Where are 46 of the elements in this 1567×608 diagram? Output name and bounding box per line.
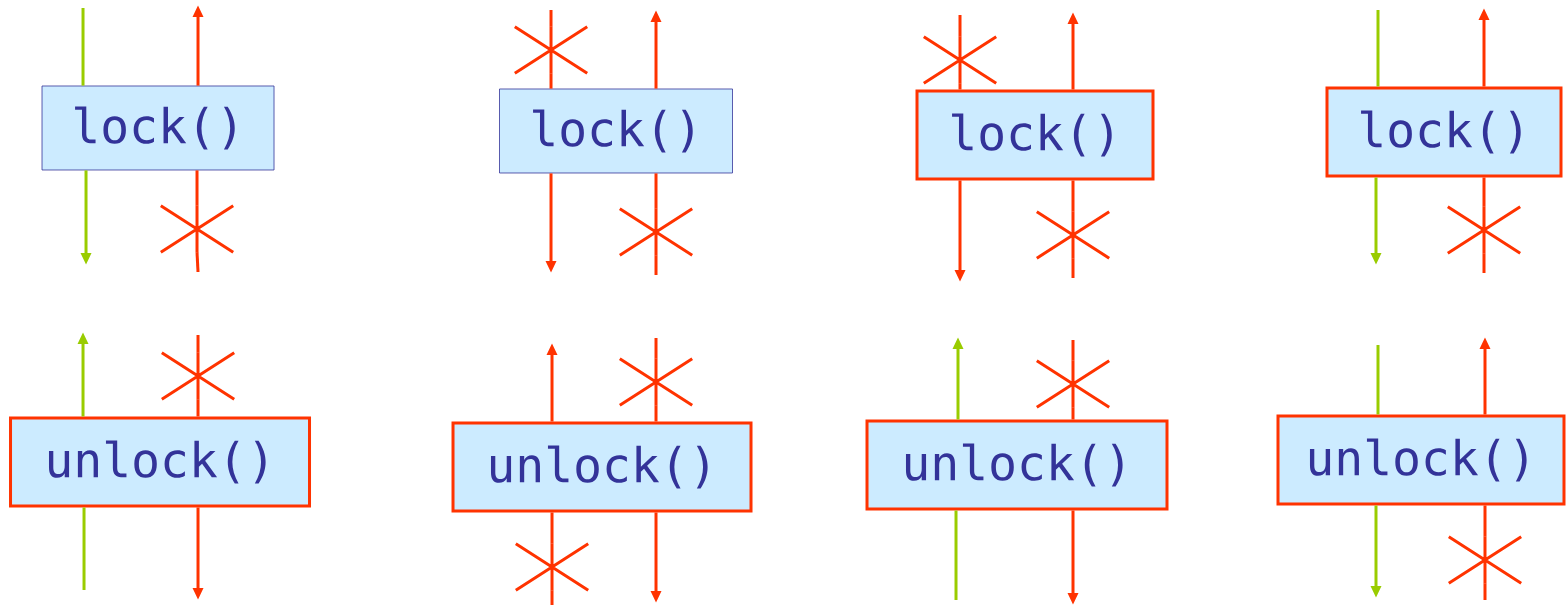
line [1071, 340, 1075, 361]
cross-mark [159, 204, 235, 254]
line [654, 173, 658, 209]
line [549, 73, 553, 89]
line [196, 399, 200, 417]
cross-mark [1447, 535, 1523, 585]
cross-mark [514, 542, 590, 592]
function-box: lock() [1325, 86, 1563, 178]
line [1482, 253, 1486, 273]
cross-mark [1446, 205, 1522, 255]
line [549, 10, 553, 27]
cross-mark [1035, 210, 1111, 260]
line [195, 252, 200, 273]
line [82, 507, 86, 590]
line [1376, 345, 1380, 415]
line [195, 170, 199, 206]
function-box: lock() [499, 88, 733, 174]
function-box: unlock() [451, 421, 753, 513]
line [196, 335, 200, 353]
line [1376, 10, 1380, 87]
line [1071, 258, 1075, 278]
line [654, 338, 658, 359]
line [1483, 583, 1487, 600]
function-box: lock() [915, 89, 1155, 181]
line [81, 8, 85, 86]
line [654, 405, 658, 422]
cross-mark [513, 25, 589, 75]
cross-mark [618, 357, 694, 407]
line [550, 512, 554, 544]
line [550, 590, 554, 605]
line [1482, 177, 1486, 207]
cross-mark [618, 207, 694, 257]
function-box: unlock() [9, 416, 311, 508]
cross-mark [922, 35, 998, 85]
line [958, 15, 962, 37]
function-box: lock() [41, 85, 275, 171]
function-box: unlock() [865, 419, 1169, 511]
line [654, 255, 658, 275]
line [958, 83, 962, 90]
line [1071, 407, 1075, 420]
cross-mark [1035, 359, 1111, 409]
line [954, 510, 958, 600]
line [1483, 505, 1487, 537]
function-box: unlock() [1276, 414, 1566, 506]
cross-mark [160, 351, 236, 401]
line [1071, 180, 1075, 212]
